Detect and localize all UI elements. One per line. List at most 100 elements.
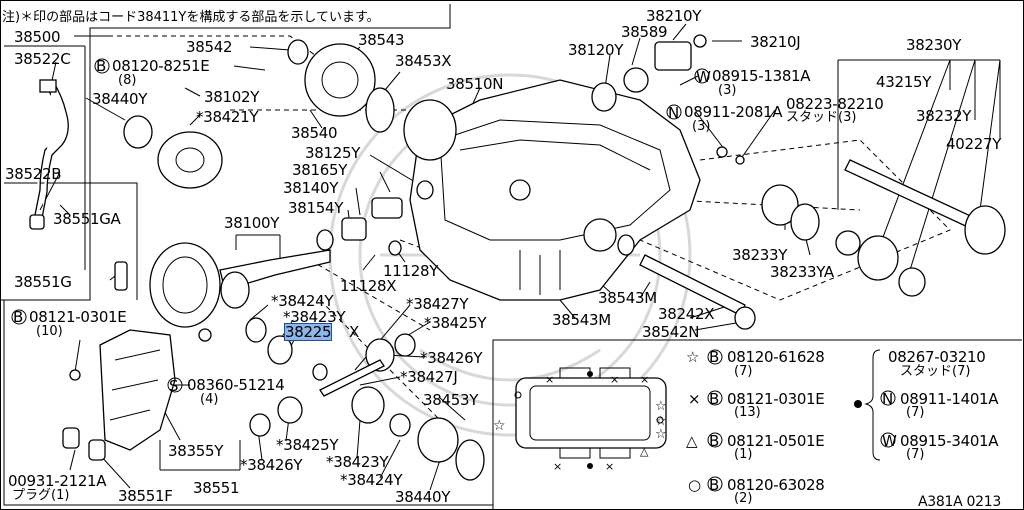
- label-38426y-upper: *38426Y: [420, 349, 483, 367]
- label-11128y: 11128Y: [383, 262, 439, 280]
- svg-text:☆: ☆: [655, 414, 667, 429]
- label-stud-3: スタッド(3): [786, 110, 857, 125]
- breather-hose: [29, 79, 128, 291]
- nut-prefix-icon: N: [668, 104, 679, 122]
- label-38543m-left: 38543M: [552, 311, 611, 329]
- label-11128x: 11128X: [340, 277, 397, 295]
- figure-code: A381A 0213: [918, 494, 1001, 510]
- label-38225-suffix: X: [349, 323, 359, 341]
- label-38233ya: 38233YA: [770, 263, 834, 281]
- label-38543: 38543: [358, 31, 405, 49]
- label-00931-2121a: 00931-2121A: [8, 472, 107, 490]
- differential-case: [123, 115, 223, 189]
- legend-circle-qty: (2): [734, 491, 753, 506]
- label-38232y: 38232Y: [916, 107, 972, 125]
- washer-prefix-icon: W: [882, 432, 897, 450]
- small-gears-and-bearings: [245, 180, 485, 481]
- label-38551: 38551: [193, 479, 240, 497]
- label-38424y-upper: *38424Y: [271, 292, 334, 310]
- label-38225-highlighted[interactable]: 38225: [283, 323, 333, 341]
- label-08915-1381a-qty: (3): [718, 83, 737, 98]
- label-38551ga: 38551GA: [53, 210, 121, 228]
- label-38100y: 38100Y: [224, 214, 280, 232]
- ring-gear: [149, 242, 221, 328]
- label-38427j: *38427J: [400, 368, 458, 386]
- label-38522c: 38522C: [14, 50, 71, 68]
- label-38233y: 38233Y: [732, 246, 788, 264]
- legend-star-code: 08120-61628: [727, 348, 825, 366]
- legend-washer-qty: (7): [906, 447, 925, 462]
- label-08360-51214-qty: (4): [200, 392, 219, 407]
- svg-text:☆: ☆: [655, 399, 667, 414]
- bolt-prefix-icon: B: [709, 476, 719, 494]
- dot-icon: [854, 400, 862, 408]
- label-38427y: *38427Y: [406, 295, 469, 313]
- upper-left-frame: [0, 4, 451, 301]
- label-08360-51214: 08360-51214: [187, 376, 285, 394]
- label-38423y-upper: *38423Y: [283, 308, 346, 326]
- bolt-prefix-icon: B: [709, 432, 719, 450]
- bolt-prefix-icon: B: [709, 390, 719, 408]
- label-08120-8251e: 08120-8251E: [112, 57, 210, 75]
- label-38424y-lower: *38424Y: [340, 471, 403, 489]
- label-08121-0301e-rear-qty: (10): [36, 324, 63, 339]
- screw-prefix-icon: S: [169, 377, 179, 395]
- label-38120y: 38120Y: [568, 41, 624, 59]
- lower-left-frame: [3, 300, 493, 506]
- svg-text:×: ×: [640, 373, 649, 386]
- prefix-circles: [11, 58, 896, 492]
- cross-icon: ×: [688, 390, 701, 408]
- svg-text:×: ×: [610, 373, 619, 386]
- bolt-prefix-icon: B: [13, 308, 23, 326]
- label-38426y-lower: *38426Y: [240, 456, 303, 474]
- label-38425y-upper: *38425Y: [424, 314, 487, 332]
- label-38551g: 38551G: [14, 273, 72, 291]
- washer-prefix-icon: W: [696, 68, 711, 86]
- label-43215y: 43215Y: [876, 73, 932, 91]
- label-08120-8251e-qty: (8): [118, 73, 137, 88]
- drive-pinion: [219, 249, 331, 309]
- label-38230y: 38230Y: [906, 36, 962, 54]
- bolt-pattern-schematic: ☆ ☆ ☆ ☆ × × × × × △: [493, 367, 667, 473]
- label-38140y: 38140Y: [283, 179, 339, 197]
- label-38125y: 38125Y: [305, 144, 361, 162]
- legend-triangle-qty: (1): [734, 447, 753, 462]
- label-38453y: 38453Y: [423, 391, 479, 409]
- label-08223-82210: 08223-82210: [786, 95, 884, 113]
- label-38210y: 38210Y: [646, 7, 702, 25]
- svg-text:☆: ☆: [493, 418, 506, 434]
- legend-brace: [864, 349, 881, 461]
- label-38102y: 38102Y: [204, 88, 260, 106]
- label-38355y: 38355Y: [168, 442, 224, 460]
- label-40227y: 40227Y: [946, 135, 1002, 153]
- triangle-icon: △: [686, 432, 698, 450]
- legend-nut-code: 08911-1401A: [900, 390, 999, 408]
- legend-washer-code: 08915-3401A: [900, 432, 999, 450]
- label-08911-2081a-qty: (3): [692, 119, 711, 134]
- label-38500: 38500: [14, 28, 61, 46]
- header-note: 注)＊印の部品はコード38411Yを構成する部品を示しています。: [2, 10, 380, 25]
- legend-nut-qty: (7): [906, 405, 925, 420]
- legend-triangle-code: 08121-0501E: [727, 432, 825, 450]
- axle-flange-parts: [591, 34, 1006, 330]
- svg-text:×: ×: [545, 373, 554, 386]
- label-08121-0301e-rear: 08121-0301E: [29, 308, 127, 326]
- legend-stud-qty: スタッド(7): [900, 364, 971, 379]
- rear-cover: [62, 328, 212, 461]
- svg-text:△: △: [640, 445, 649, 458]
- svg-text:×: ×: [605, 460, 614, 473]
- circle-icon: ○: [688, 476, 701, 494]
- label-38440y-upper: 38440Y: [92, 90, 148, 108]
- label-38589: 38589: [621, 23, 668, 41]
- legend-frame: [492, 339, 1022, 509]
- label-plug-1: プラグ(1): [12, 488, 70, 503]
- label-38543m-right: 38543M: [598, 289, 657, 307]
- side-cover: [287, 39, 457, 161]
- harness-frame: [4, 45, 138, 300]
- label-38165y: 38165Y: [292, 161, 348, 179]
- label-38154y: 38154Y: [288, 199, 344, 217]
- label-38540: 38540: [291, 124, 338, 142]
- label-38522b: 38522B: [5, 165, 62, 183]
